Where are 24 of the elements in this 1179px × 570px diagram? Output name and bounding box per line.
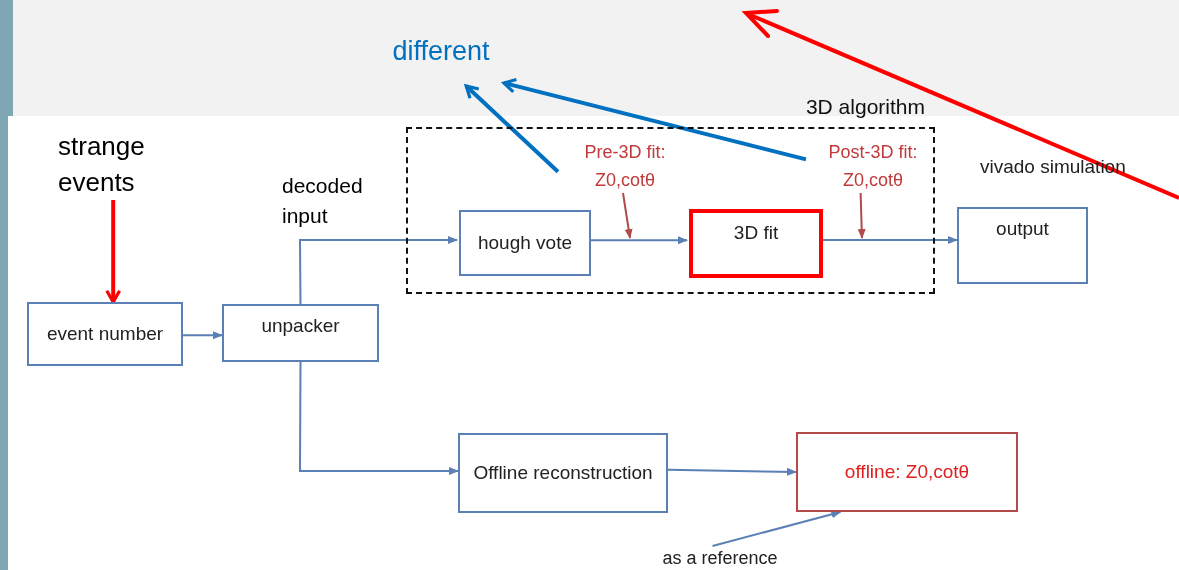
process-box: output [957,207,1088,284]
arrow [711,510,842,547]
annotation-text: Pre-3D fit: Z0,cotθ [560,139,690,195]
highlighted-process-box: 3D fit [689,209,823,278]
arrow [502,77,807,162]
arrow [299,236,458,305]
process-box: event number [27,302,183,366]
arrow [667,467,797,476]
group-title: 3D algorithm [805,95,925,119]
annotation-text: different [378,36,504,86]
annotation-text: as a reference [645,546,795,570]
arrow [182,331,223,340]
process-box: Offline reconstruction [458,433,668,513]
process-box: hough vote [459,210,591,276]
arrow [622,192,633,239]
annotation-text: strange events [58,128,178,200]
arrow [299,361,459,475]
arrow [857,192,866,239]
annotation-text: Post-3D fit: Z0,cotθ [808,139,938,195]
annotation-text: decoded input [282,173,364,230]
arrow [464,84,560,174]
process-box: unpacker [222,304,379,362]
result-box: offline: Z0,cotθ [796,432,1018,512]
arrow [105,200,122,304]
